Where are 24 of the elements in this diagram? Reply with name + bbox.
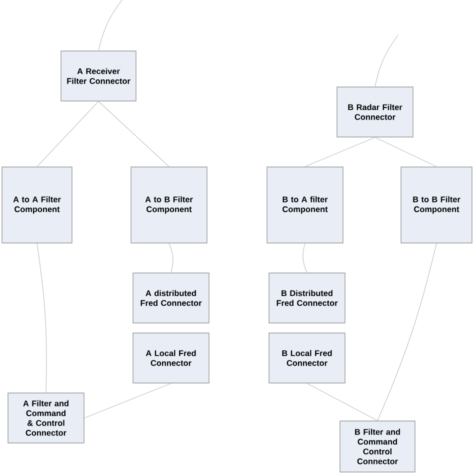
- component-box: A to B Filter Component: [130, 166, 208, 244]
- component-box: A Local Fred Connector: [132, 332, 210, 384]
- connector-line: [302, 243, 308, 273]
- connector-line: [98, 0, 122, 51]
- component-box: B Local Fred Connector: [268, 332, 346, 384]
- component-box: A distributed Fred Connector: [132, 272, 210, 324]
- connector-line: [98, 101, 170, 167]
- component-box: B to A filter Component: [266, 166, 344, 244]
- connector-line: [304, 137, 376, 167]
- component-box: B to B Filter Component: [400, 166, 472, 244]
- component-box: A to A Filter Component: [2, 166, 72, 244]
- connector-line: [168, 243, 174, 273]
- component-box: B Filter and Command Control Connector: [340, 420, 416, 472]
- component-box: B Distributed Fred Connector: [268, 272, 346, 324]
- connector-line: [306, 383, 378, 421]
- component-box: A Filter and Command & Control Connector: [8, 392, 84, 444]
- connector-line: [84, 383, 172, 418]
- connector-line: [36, 243, 47, 393]
- component-box: B Radar Filter Connector: [336, 86, 414, 138]
- component-box: A Receiver Filter Connector: [60, 50, 136, 102]
- connector-line: [36, 101, 99, 167]
- connector-line: [374, 137, 437, 167]
- connector-line: [374, 34, 398, 87]
- connector-line: [377, 243, 437, 421]
